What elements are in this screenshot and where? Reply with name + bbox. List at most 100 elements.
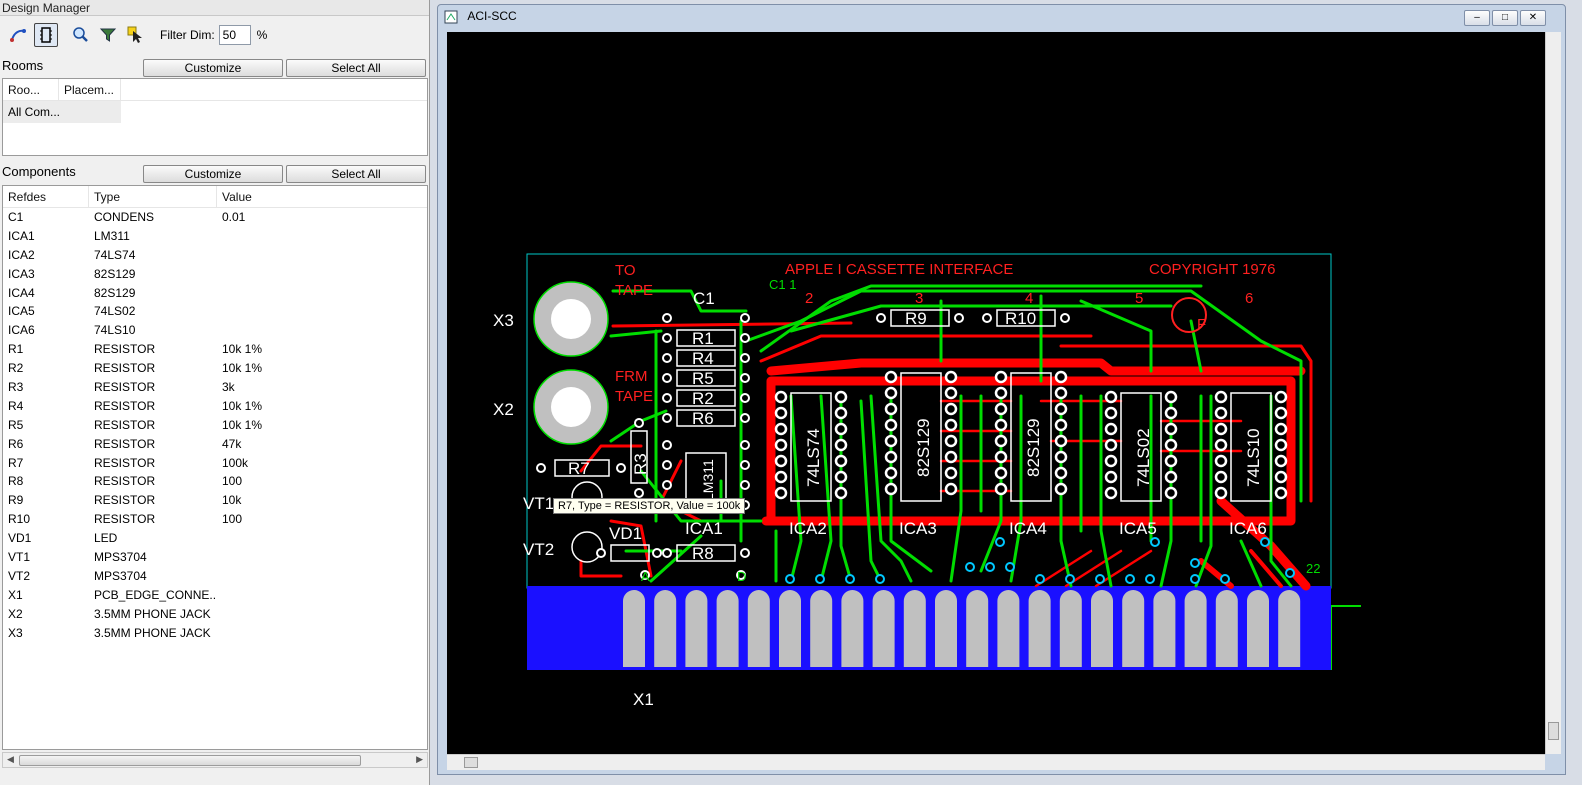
- ic-pad: [1274, 390, 1288, 404]
- component-type: PCB_EDGE_CONNE...: [94, 587, 217, 602]
- component-value: [217, 284, 427, 303]
- silk-tape2: TAPE: [615, 388, 653, 405]
- pcb-window: ACI-SCC – □ ✕: [437, 4, 1566, 775]
- rooms-cell: All Com...: [3, 101, 121, 123]
- ic-pad: [994, 450, 1008, 464]
- silk-6: 6: [1245, 290, 1253, 307]
- rooms-row[interactable]: All Com...: [3, 101, 427, 123]
- maximize-button[interactable]: □: [1492, 10, 1518, 26]
- component-type: RESISTOR: [94, 398, 156, 413]
- zoom-icon[interactable]: [68, 23, 92, 47]
- ic-pad: [1214, 470, 1228, 484]
- silk-5: 5: [1135, 290, 1143, 307]
- pcb-vscrollbar[interactable]: [1545, 32, 1561, 754]
- edge-connector: [527, 586, 1331, 670]
- ic-pad: [1104, 486, 1118, 500]
- scroll-right-icon[interactable]: ▶: [416, 754, 423, 764]
- connector-finger: [623, 590, 645, 667]
- route-icon[interactable]: [6, 23, 30, 47]
- rooms-select-all-button[interactable]: Select All: [286, 59, 426, 77]
- col-value[interactable]: Value: [222, 190, 252, 204]
- chip-ica6-label: 74LS10: [1244, 428, 1263, 487]
- component-type: 74LS74: [94, 247, 136, 262]
- pcb-hscrollbar[interactable]: [447, 754, 1545, 770]
- rooms-col-room[interactable]: Roo...: [3, 79, 59, 100]
- col-refdes[interactable]: Refdes: [3, 186, 89, 207]
- component-refdes: X3: [8, 625, 23, 640]
- ic-pad: [774, 422, 788, 436]
- components-hscrollbar[interactable]: ◀ ▶: [2, 752, 428, 768]
- scroll-thumb[interactable]: [19, 755, 361, 766]
- connector-finger: [1278, 590, 1301, 667]
- ic-pad: [994, 402, 1008, 416]
- filter-icon[interactable]: [96, 23, 120, 47]
- silk-copyright: COPYRIGHT 1976: [1149, 261, 1275, 278]
- component-value: [217, 548, 427, 567]
- scroll-left-icon[interactable]: ◀: [7, 754, 14, 764]
- via: [985, 562, 995, 572]
- via: [875, 574, 885, 584]
- component-value: 100: [222, 512, 243, 527]
- ic-pad: [944, 370, 958, 384]
- label-r3: R3: [631, 453, 650, 475]
- vscroll-thumb[interactable]: [1548, 722, 1559, 740]
- close-button[interactable]: ✕: [1520, 10, 1546, 26]
- ic-pad: [1214, 406, 1228, 420]
- silk-3: 3: [915, 290, 923, 307]
- ic-pad: [834, 422, 848, 436]
- rooms-customize-button[interactable]: Customize: [143, 59, 283, 77]
- via: [1065, 574, 1075, 584]
- ic-pad: [1104, 406, 1118, 420]
- rooms-col-placement[interactable]: Placem...: [59, 79, 121, 100]
- ic-pad: [1274, 470, 1288, 484]
- ic-pad: [944, 450, 958, 464]
- minimize-button[interactable]: –: [1464, 10, 1490, 26]
- ic-pad: [1054, 418, 1068, 432]
- ic-pad: [1164, 422, 1178, 436]
- ic-pad: [1164, 390, 1178, 404]
- ic-pad: [1054, 466, 1068, 480]
- components-select-all-button[interactable]: Select All: [286, 165, 426, 183]
- component-value: 100k: [222, 455, 249, 470]
- hscroll-thumb[interactable]: [464, 757, 478, 768]
- select-filter-icon[interactable]: [124, 23, 148, 47]
- ic-pad: [884, 370, 898, 384]
- label-ica6: ICA6: [1229, 519, 1267, 538]
- ic-pad: [1054, 370, 1068, 384]
- pcb-board-svg[interactable]: 74LS74 82S129 82S129 74LS02 74LS10 LM311: [447, 32, 1545, 754]
- ic-pad: [1274, 406, 1288, 420]
- component-view-icon[interactable]: [34, 23, 58, 47]
- label-r4: R4: [692, 349, 714, 368]
- components-customize-button[interactable]: Customize: [143, 165, 283, 183]
- col-type[interactable]: Type: [89, 186, 217, 207]
- component-refdes: VT1: [8, 550, 31, 565]
- pcb-canvas[interactable]: 74LS74 82S129 82S129 74LS02 74LS10 LM311: [447, 32, 1545, 754]
- filter-dim-input[interactable]: [218, 25, 251, 45]
- silk-f: F: [1197, 316, 1206, 333]
- component-refdes: ICA4: [8, 285, 35, 300]
- label-c1: C1: [693, 289, 715, 308]
